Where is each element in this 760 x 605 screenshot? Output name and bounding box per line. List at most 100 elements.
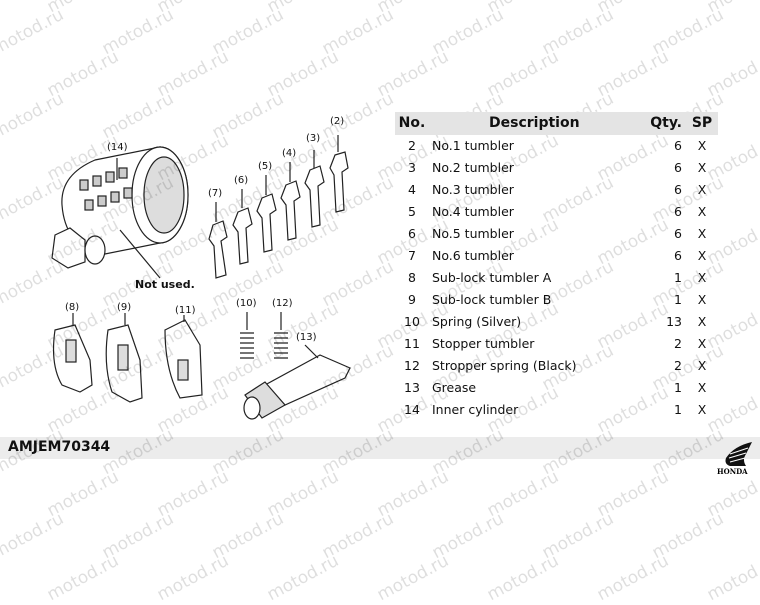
- row-description: Stropper spring (Black): [432, 358, 577, 373]
- row-qty: 1: [674, 402, 682, 417]
- row-qty: 2: [674, 358, 682, 373]
- footer-bar: AMJEM70344: [0, 437, 760, 459]
- watermark-text: motod.ru: [98, 4, 177, 60]
- row-no: 6: [408, 226, 416, 241]
- watermark-text: motod.ru: [594, 0, 672, 17]
- row-description: No.1 tumbler: [432, 138, 514, 153]
- row-qty: 6: [674, 226, 682, 241]
- watermark-text: motod.ru: [208, 4, 287, 60]
- watermark-text: motod.ru: [428, 508, 507, 564]
- exploded-view-drawing: [51, 135, 351, 420]
- row-qty: 1: [674, 292, 682, 307]
- watermark-text: motod.ru: [483, 46, 562, 102]
- watermark-text: motod.ru: [704, 0, 760, 17]
- not-used-note: Not used.: [135, 278, 195, 291]
- row-qty: 1: [674, 380, 682, 395]
- watermark-text: motod.ru: [153, 550, 232, 605]
- watermark-text: motod.ru: [593, 466, 672, 522]
- callout-6: (6): [234, 175, 249, 186]
- row-sp: X: [697, 314, 707, 329]
- row-no: 12: [404, 358, 420, 373]
- callout-9: (9): [117, 302, 132, 313]
- row-sp: X: [697, 182, 707, 197]
- watermark-text: motod.ru: [593, 550, 672, 605]
- watermark-text: motod.ru: [373, 46, 452, 102]
- row-qty: 6: [674, 248, 682, 263]
- watermark-text: motod.ru: [318, 508, 397, 564]
- watermark-text: motod.ru: [538, 4, 617, 60]
- row-qty: 1: [674, 270, 682, 285]
- callout-2: (2): [330, 116, 345, 127]
- grease-tube-part: [243, 344, 351, 420]
- row-description: Spring (Silver): [432, 314, 522, 329]
- row-description: Inner cylinder: [432, 402, 519, 417]
- inner-cylinder-part: [51, 146, 189, 279]
- row-description: No.5 tumbler: [432, 226, 514, 241]
- row-qty: 13: [666, 314, 682, 329]
- watermark-text: motod.ru: [428, 4, 507, 60]
- row-qty: 2: [674, 336, 682, 351]
- callout-7: (7): [208, 188, 223, 199]
- callout-3: (3): [306, 133, 321, 144]
- row-no: 7: [408, 248, 416, 263]
- watermark-text: motod.ru: [648, 508, 727, 564]
- watermark-text: motod.ru: [538, 508, 617, 564]
- watermark-text: motod.ru: [703, 46, 760, 102]
- callout-13: (13): [296, 332, 317, 343]
- watermark-text: motod.ru: [263, 46, 342, 102]
- row-no: 11: [404, 336, 420, 351]
- row-sp: X: [697, 402, 707, 417]
- row-no: 14: [404, 402, 420, 417]
- header-no: No.: [395, 112, 429, 135]
- row-description: No.3 tumbler: [432, 182, 514, 197]
- row-qty: 6: [674, 160, 682, 175]
- watermark-text: motod.ru: [374, 0, 452, 17]
- watermark-text: motod.ru: [0, 508, 67, 564]
- row-qty: 6: [674, 204, 682, 219]
- row-sp: X: [697, 270, 707, 285]
- header-sp: SP: [686, 112, 718, 135]
- watermark-text: motod.ru: [373, 550, 452, 605]
- row-sp: X: [697, 204, 707, 219]
- row-no: 10: [404, 314, 420, 329]
- watermark-text: motod.ru: [98, 508, 177, 564]
- row-description: Sub-lock tumbler B: [432, 292, 552, 307]
- watermark-text: motod.ru: [483, 550, 562, 605]
- row-qty: 6: [674, 182, 682, 197]
- row-description: No.2 tumbler: [432, 160, 514, 175]
- watermark-text: motod.ru: [43, 550, 122, 605]
- diagram-code: AMJEM70344: [8, 439, 111, 455]
- row-no: 5: [408, 204, 416, 219]
- callout-5: (5): [258, 161, 273, 172]
- stopper-tumbler-part: [164, 315, 203, 399]
- callout-12: (12): [272, 298, 293, 309]
- row-no: 4: [408, 182, 416, 197]
- row-sp: X: [697, 226, 707, 241]
- row-sp: X: [697, 138, 707, 153]
- row-sp: X: [697, 160, 707, 175]
- row-sp: X: [697, 358, 707, 373]
- callout-8: (8): [65, 302, 80, 313]
- watermark-text: motod.ru: [318, 4, 397, 60]
- watermark-text: motod.ru: [264, 0, 342, 17]
- tumblers-part: [208, 135, 349, 279]
- header-qty: Qty.: [632, 112, 686, 135]
- watermark-text: motod.ru: [153, 46, 232, 102]
- honda-brand-text: HONDA: [717, 467, 748, 476]
- row-sp: X: [697, 336, 707, 351]
- row-description: No.6 tumbler: [432, 248, 514, 263]
- watermark-text: motod.ru: [483, 466, 562, 522]
- callout-4: (4): [282, 148, 297, 159]
- row-description: No.4 tumbler: [432, 204, 514, 219]
- callout-14: (14): [107, 142, 128, 153]
